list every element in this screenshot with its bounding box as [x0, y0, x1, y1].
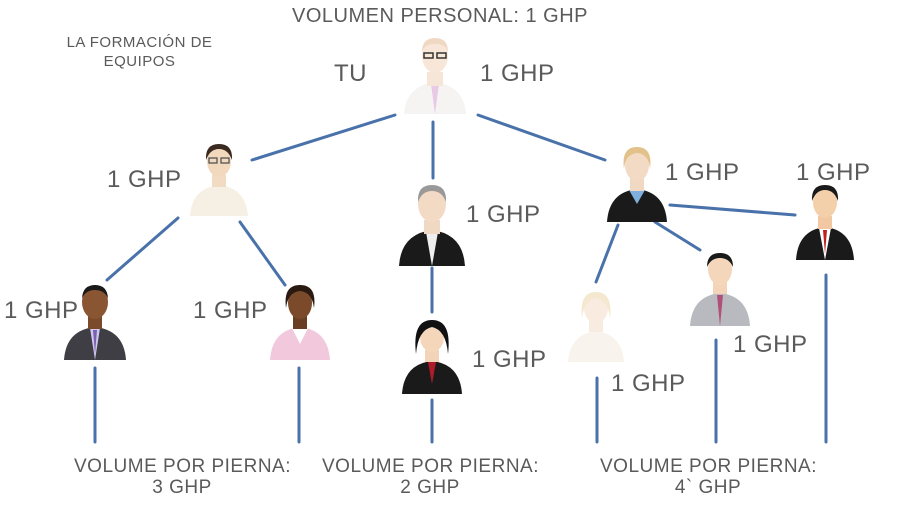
node-label-left-member-b: 1 GHP [193, 297, 268, 324]
node-label-center-member: 1 GHP [472, 346, 547, 373]
node-label-right-member-a: 1 GHP [611, 370, 686, 397]
line-right-b [653, 220, 702, 252]
person-far-right-icon [796, 185, 854, 260]
line-right-far [668, 203, 797, 217]
leg-1-value: 3 GHP [152, 477, 212, 498]
diagram-subtitle: LA FORMACIÓN DE EQUIPOS [52, 33, 227, 71]
subtitle-line-1: LA FORMACIÓN DE [66, 34, 213, 51]
line-left-a [105, 216, 180, 282]
line-you-left [250, 113, 397, 162]
node-label-left-leader: 1 GHP [107, 166, 182, 193]
leg-volume-2: VOLUME POR PIERNA: 2 GHP [322, 456, 539, 498]
leg-1-label: VOLUME POR PIERNA: [74, 456, 291, 477]
person-center-leader-icon [399, 185, 465, 266]
line-right-a [594, 223, 620, 284]
node-label-you: 1 GHP [480, 60, 555, 87]
you-label: TU [334, 60, 367, 87]
node-label-left-member-a: 1 GHP [4, 297, 79, 324]
leg-volume-1: VOLUME POR PIERNA: 3 GHP [74, 456, 291, 498]
diagram-title: VOLUMEN PERSONAL: 1 GHP [292, 5, 589, 27]
leg-3-value: 4` GHP [674, 477, 742, 498]
person-left-member-a-icon [64, 285, 126, 360]
leg-3-label: VOLUME POR PIERNA: [600, 456, 817, 477]
node-label-right-member-b: 1 GHP [733, 331, 808, 358]
node-label-center-leader: 1 GHP [466, 201, 541, 228]
person-left-member-b-icon [270, 285, 330, 360]
person-right-member-b-icon [690, 253, 750, 326]
leg-2-value: 2 GHP [400, 477, 460, 498]
subtitle-line-2: EQUIPOS [103, 53, 176, 70]
leg-volume-3: VOLUME POR PIERNA: 4` GHP [600, 456, 817, 498]
person-right-leader-icon [607, 147, 667, 222]
node-label-right-leader: 1 GHP [665, 159, 740, 186]
line-you-right [476, 113, 607, 162]
line-left-b [238, 220, 287, 287]
node-label-far-right: 1 GHP [796, 159, 871, 186]
person-left-leader-icon [190, 144, 248, 216]
person-center-member-icon [402, 320, 462, 394]
person-you-icon [404, 38, 466, 114]
leg-2-label: VOLUME POR PIERNA: [322, 456, 539, 477]
person-right-member-a-icon [568, 292, 624, 362]
